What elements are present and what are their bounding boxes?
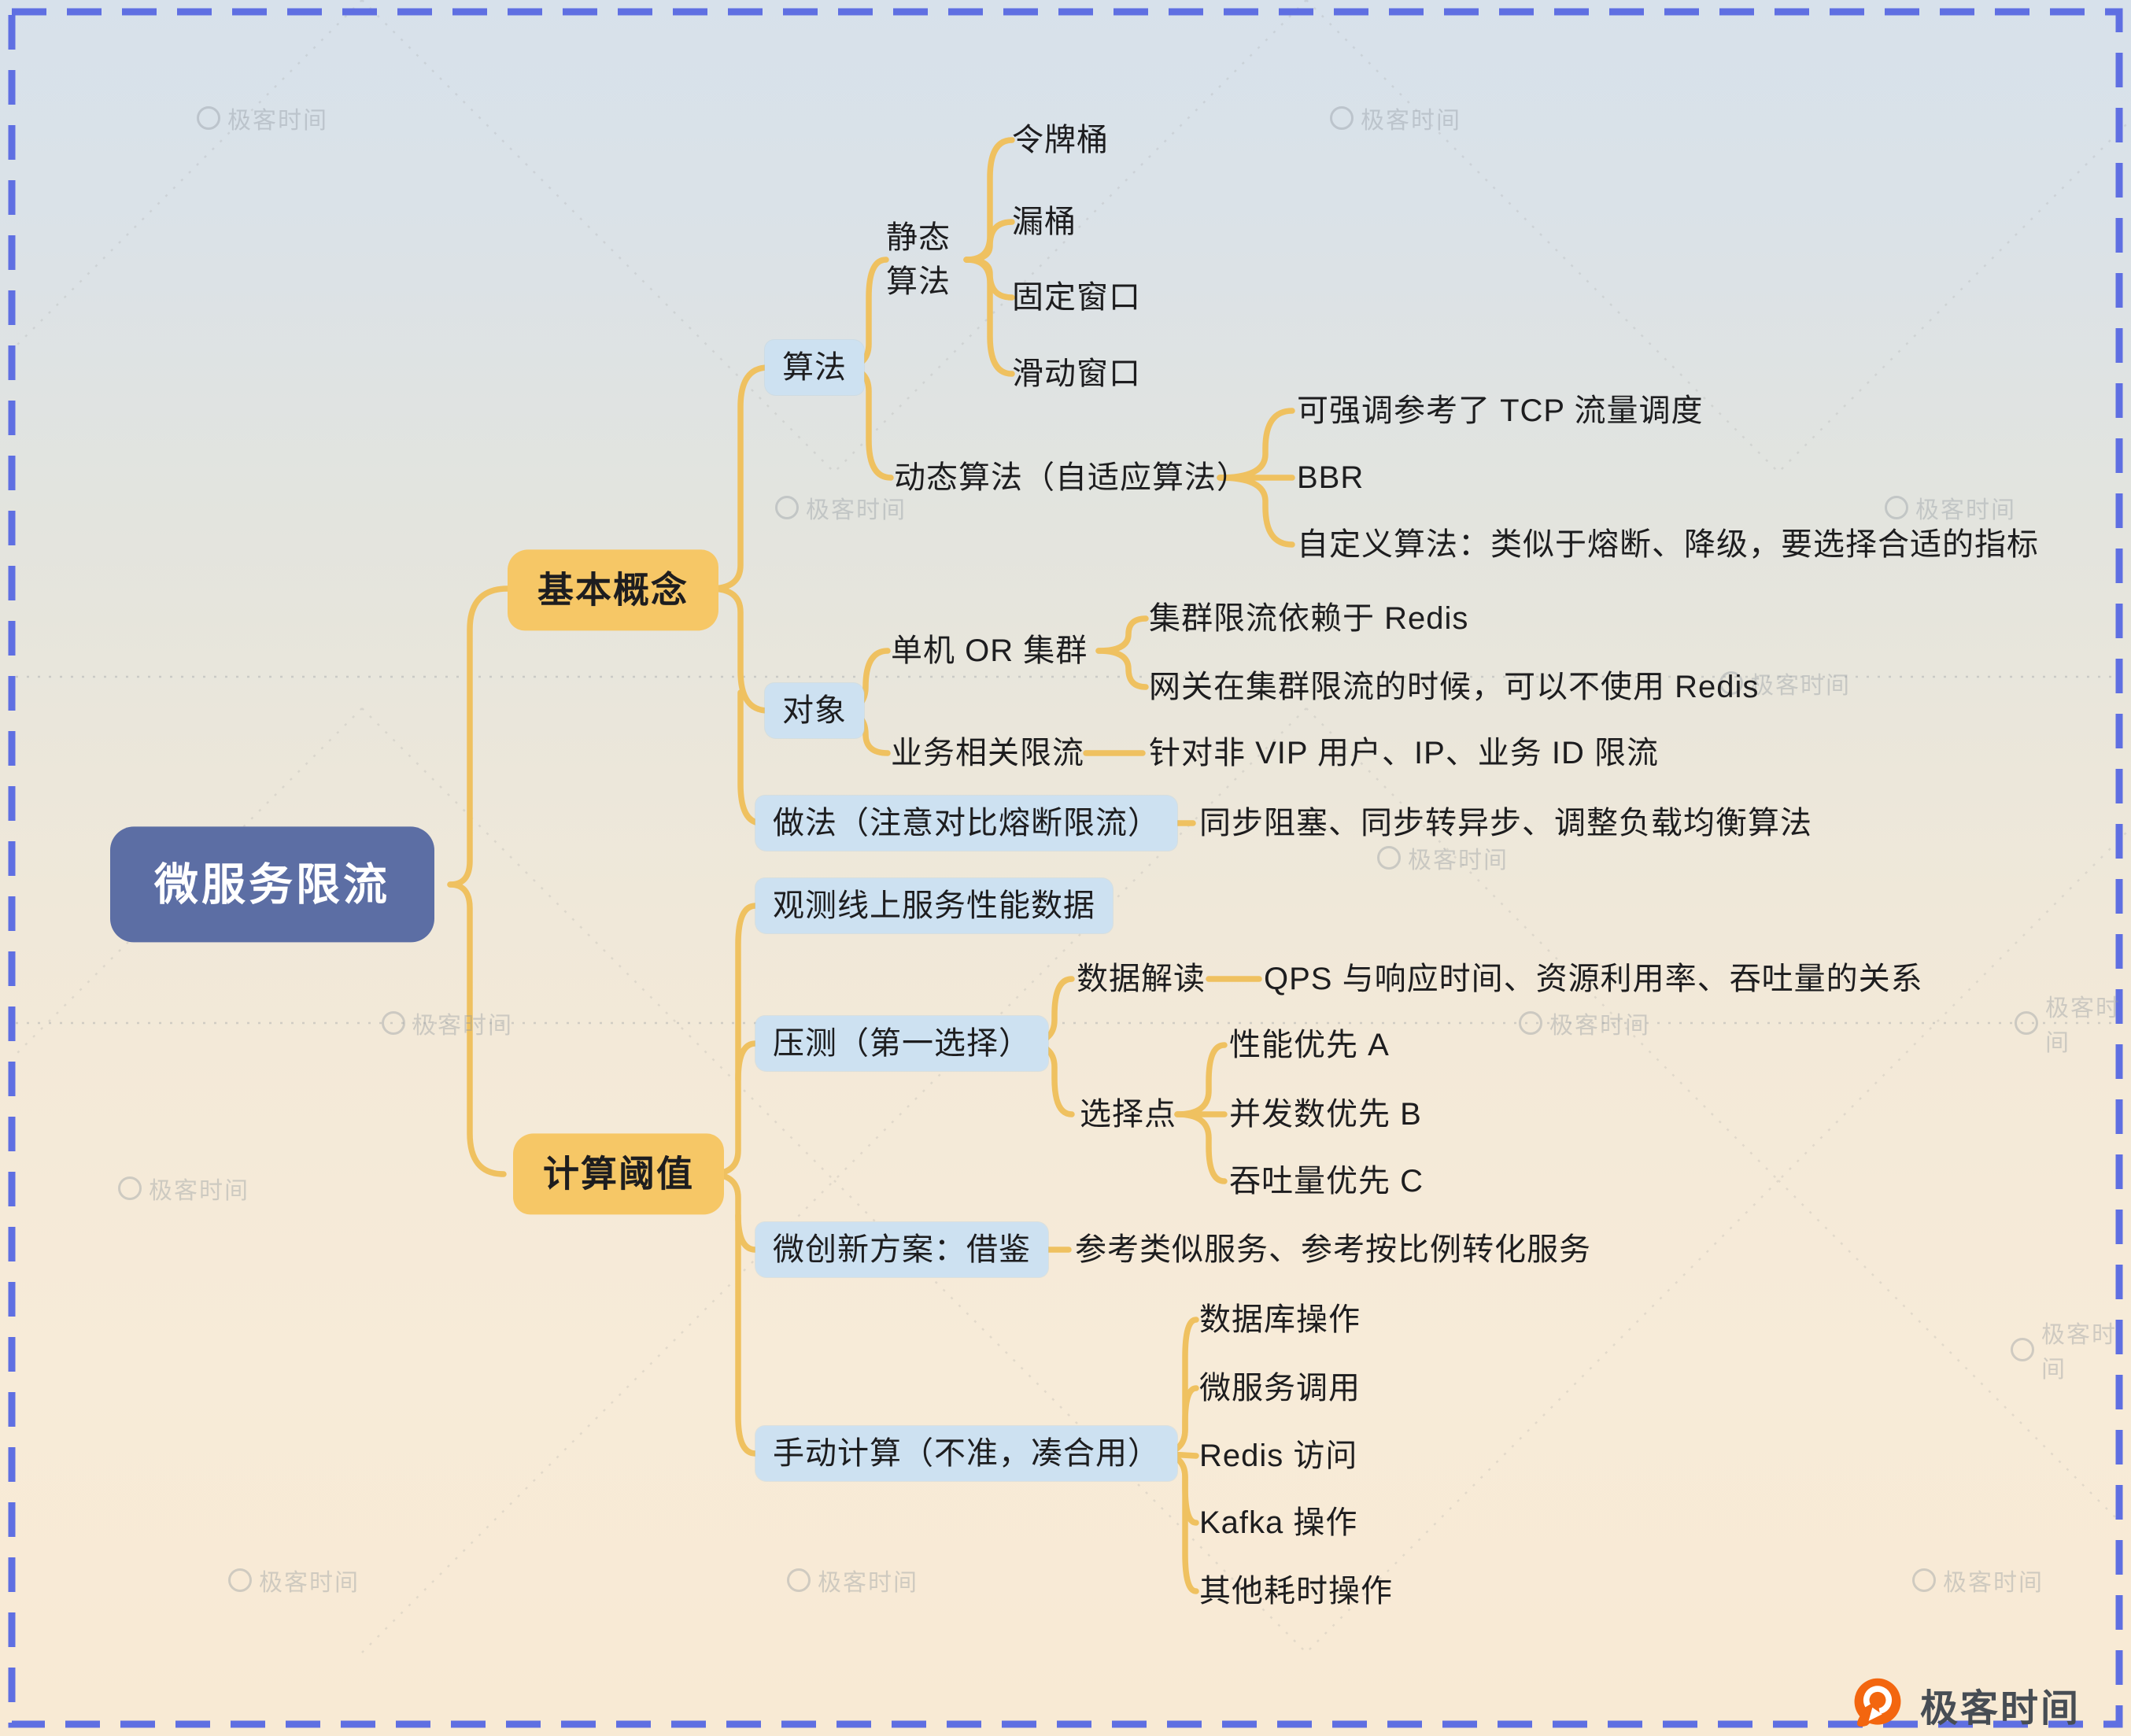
geektime-watermark-icon [1519,1011,1542,1035]
node-manual-calc[interactable]: 手动计算（不准，凑合用） [755,1426,1177,1481]
watermark-text: 极客时间 [2041,1322,2117,1383]
node-sync-block-async[interactable]: 同步阻塞、同步转异步、调整负载均衡算法 [1199,806,1812,840]
watermark-text: 极客时间 [2045,995,2121,1056]
node-gateway-no-redis[interactable]: 网关在集群限流的时候，可以不使用 Redis [1149,670,1760,704]
dashed-border [8,8,2123,1728]
geektime-watermark-icon [118,1176,142,1200]
watermark: 极客时间 [382,1006,513,1040]
node-data-interpretation[interactable]: 数据解读 [1077,962,1206,996]
watermark: 极客时间 [787,1563,918,1597]
watermark: 极客时间 [775,490,907,525]
node-target[interactable]: 对象 [765,683,864,738]
node-performance-first[interactable]: 性能优先 A [1229,1028,1390,1062]
watermark-text: 极客时间 [1549,1013,1650,1039]
watermark: 极客时间 [1377,840,1509,875]
geektime-watermark-icon [1719,671,1743,695]
node-cluster-redis[interactable]: 集群限流依赖于 Redis [1149,601,1469,636]
node-custom-algorithm[interactable]: 自定义算法：类似于熔断、降级，要选择合适的指标 [1297,527,2039,562]
node-leaky-bucket[interactable]: 漏桶 [1012,205,1077,239]
watermark-text: 极客时间 [1915,497,2016,523]
geektime-watermark-icon [197,106,220,130]
node-other-time-consuming[interactable]: 其他耗时操作 [1199,1574,1393,1609]
node-qps-relationship[interactable]: QPS 与响应时间、资源利用率、吞吐量的关系 [1264,962,1923,996]
watermark: 极客时间 [228,1563,360,1597]
watermark: 极客时间 [1330,101,1461,135]
watermark-text: 极客时间 [818,1570,918,1596]
node-redis-access[interactable]: Redis 访问 [1199,1439,1358,1473]
node-reference-services[interactable]: 参考类似服务、参考按比例转化服务 [1075,1232,1591,1267]
watermark: 极客时间 [197,101,328,135]
watermark: 极客时间 [1519,1006,1650,1040]
watermark: 极客时间 [118,1171,249,1206]
node-microservice-call[interactable]: 微服务调用 [1199,1371,1361,1405]
node-dynamic-algorithms[interactable]: 动态算法（自适应算法） [894,460,1249,495]
watermark-text: 极客时间 [806,497,907,523]
watermark-text: 极客时间 [1361,108,1461,134]
watermark-text: 极客时间 [1750,673,1851,699]
node-sliding-window[interactable]: 滑动窗口 [1012,356,1141,391]
node-business-limit[interactable]: 业务相关限流 [891,736,1084,770]
root-node-rate-limiting[interactable]: 微服务限流 [110,826,434,943]
geektime-watermark-icon [1912,1568,1936,1592]
node-observe-performance[interactable]: 观测线上服务性能数据 [755,878,1113,933]
topic-node-threshold-calc[interactable]: 计算阈值 [513,1133,724,1215]
topic-node-basic-concepts[interactable]: 基本概念 [508,549,718,631]
node-selection-point[interactable]: 选择点 [1080,1097,1176,1132]
node-tcp-flow-reference[interactable]: 可强调参考了 TCP 流量调度 [1297,393,1704,428]
geektime-watermark-icon [2011,1338,2034,1361]
watermark-text: 极客时间 [412,1013,513,1039]
geektime-logo-icon [1854,1678,1901,1727]
watermark: 极客时间 [1885,490,2016,525]
node-approach[interactable]: 做法（注意对比熔断限流） [755,796,1177,851]
mindmap-connectors [447,137,1295,1594]
geektime-watermark-icon [2015,1011,2038,1035]
geektime-brand-text: 极客时间 [1920,1688,2081,1730]
node-static-algorithms[interactable]: 静态算法 [886,220,951,299]
node-kafka-operation[interactable]: Kafka 操作 [1199,1505,1358,1540]
node-single-or-cluster[interactable]: 单机 OR 集群 [891,633,1088,668]
watermark-text: 极客时间 [149,1178,249,1204]
watermark: 极客时间 [1719,666,1851,700]
node-throughput-first[interactable]: 吞吐量优先 C [1229,1164,1424,1199]
watermark-text: 极客时间 [1943,1570,2044,1596]
node-bbr[interactable]: BBR [1297,460,1365,495]
node-concurrency-first[interactable]: 并发数优先 B [1229,1097,1422,1132]
geektime-watermark-icon [1885,496,1908,519]
geektime-watermark-icon [775,496,799,519]
watermark-text: 极客时间 [227,108,328,134]
watermark: 极客时间 [1912,1563,2044,1597]
geektime-watermark-icon [382,1011,405,1035]
geektime-watermark-icon [787,1568,811,1592]
watermark: 极客时间 [2011,1315,2131,1384]
node-algorithms[interactable]: 算法 [765,340,864,395]
node-token-bucket[interactable]: 令牌桶 [1012,123,1109,157]
node-db-operation[interactable]: 数据库操作 [1199,1302,1361,1337]
node-load-testing[interactable]: 压测（第一选择） [755,1016,1048,1071]
node-fixed-window[interactable]: 固定窗口 [1012,280,1141,315]
node-micro-innovation[interactable]: 微创新方案：借鉴 [755,1222,1048,1277]
geektime-brand: 极客时间 [1848,1675,2081,1734]
watermark-text: 极客时间 [1408,848,1509,874]
geektime-watermark-icon [1377,846,1401,870]
watermark: 极客时间 [2015,988,2131,1058]
geektime-watermark-icon [228,1568,252,1592]
geektime-watermark-icon [1330,106,1354,130]
node-non-vip-limit[interactable]: 针对非 VIP 用户、IP、业务 ID 限流 [1149,736,1659,770]
watermark-text: 极客时间 [259,1570,360,1596]
